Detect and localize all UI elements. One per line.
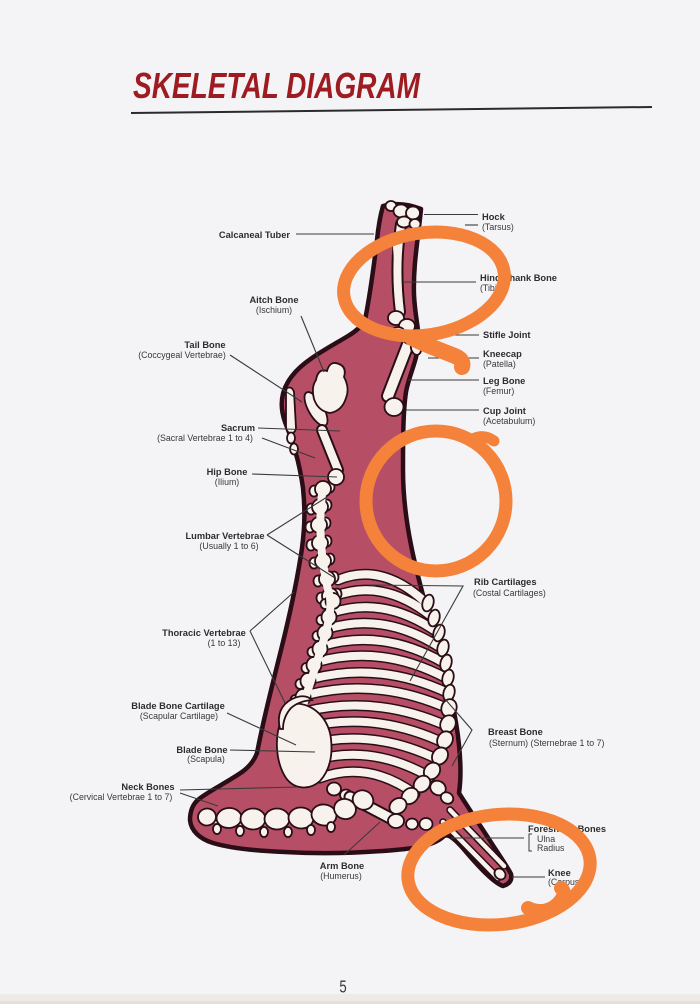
svg-text:(Tarsus): (Tarsus) <box>482 222 514 232</box>
svg-text:Thoracic Vertebrae: Thoracic Vertebrae <box>162 628 246 638</box>
svg-text:Rib Cartilages: Rib Cartilages <box>474 577 537 587</box>
svg-text:(Usually 1 to 6): (Usually 1 to 6) <box>199 541 258 551</box>
svg-text:Blade Bone Cartilage: Blade Bone Cartilage <box>131 701 225 711</box>
svg-text:(1 to 13): (1 to 13) <box>208 638 241 648</box>
svg-text:Neck Bones: Neck Bones <box>121 782 174 792</box>
svg-text:Hind Shank Bone: Hind Shank Bone <box>480 273 557 283</box>
svg-text:(Scapula): (Scapula) <box>187 754 225 764</box>
svg-text:Stifle Joint: Stifle Joint <box>483 330 531 340</box>
svg-text:Knee: Knee <box>548 868 571 878</box>
svg-text:Lumbar Vertebrae: Lumbar Vertebrae <box>185 531 264 541</box>
svg-text:Cup Joint: Cup Joint <box>483 406 526 416</box>
svg-text:Ulna: Ulna <box>537 834 555 844</box>
svg-text:5: 5 <box>339 978 346 997</box>
svg-text:(Sacral Vertebrae 1 to 4): (Sacral Vertebrae 1 to 4) <box>157 433 253 443</box>
svg-text:Calcaneal Tuber: Calcaneal Tuber <box>219 230 291 240</box>
svg-text:Kneecap: Kneecap <box>483 349 522 359</box>
svg-text:(Carpus): (Carpus) <box>548 877 582 887</box>
svg-text:(Scapular Cartilage): (Scapular Cartilage) <box>140 711 218 721</box>
svg-text:(Tibia): (Tibia) <box>480 283 505 293</box>
svg-text:Blade Bone: Blade Bone <box>176 745 227 755</box>
svg-text:Arm Bone: Arm Bone <box>320 861 364 871</box>
svg-text:(Sternum) (Sternebrae 1 to 7): (Sternum) (Sternebrae 1 to 7) <box>489 738 604 748</box>
svg-text:(Coccygeal Vertebrae): (Coccygeal Vertebrae) <box>138 350 226 360</box>
svg-text:(Patella): (Patella) <box>483 359 516 369</box>
svg-text:Hock: Hock <box>482 212 506 222</box>
svg-text:Breast Bone: Breast Bone <box>488 727 543 737</box>
svg-text:Aitch Bone: Aitch Bone <box>249 295 298 305</box>
svg-text:Leg Bone: Leg Bone <box>483 376 525 386</box>
svg-text:Hip Bone: Hip Bone <box>207 467 248 477</box>
svg-text:(Costal Cartilages): (Costal Cartilages) <box>473 588 546 598</box>
svg-text:Tail Bone: Tail Bone <box>184 340 225 350</box>
svg-text:(Femur): (Femur) <box>483 386 514 396</box>
svg-text:SKELETAL DIAGRAM: SKELETAL DIAGRAM <box>133 65 421 106</box>
svg-text:(Acetabulum): (Acetabulum) <box>483 416 535 426</box>
svg-text:(Ilium): (Ilium) <box>215 477 240 487</box>
svg-text:(Humerus): (Humerus) <box>320 871 362 881</box>
svg-text:(Ischium): (Ischium) <box>256 305 292 315</box>
svg-text:Radius: Radius <box>537 843 565 853</box>
svg-text:Sacrum: Sacrum <box>221 423 255 433</box>
svg-text:(Cervical Vertebrae 1 to 7): (Cervical Vertebrae 1 to 7) <box>70 792 173 802</box>
